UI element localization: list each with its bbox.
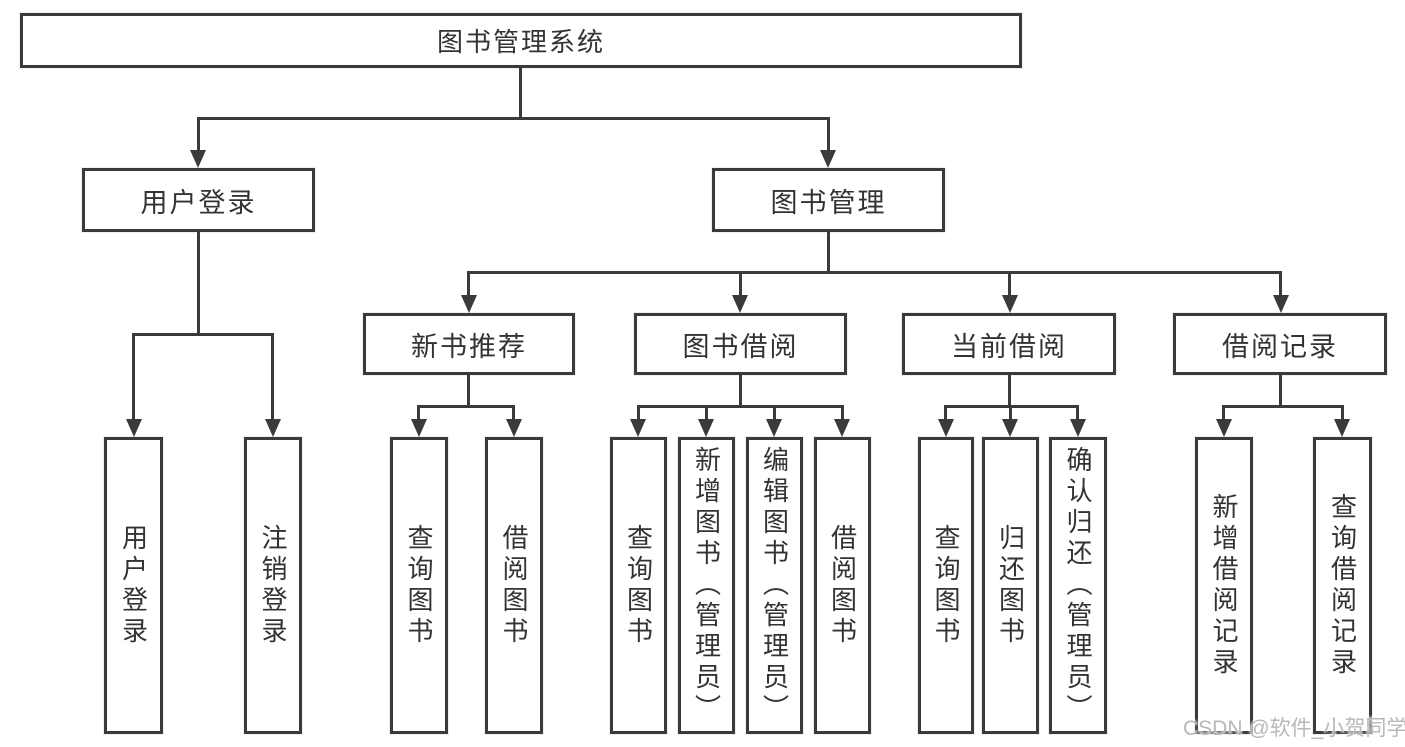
arrow-down-icon (1002, 295, 1018, 313)
connector-drop-leaf-logout (271, 333, 274, 423)
connector-drop-book-management (827, 117, 830, 153)
connector-drop (773, 405, 776, 423)
arrow-down-icon (938, 419, 954, 437)
arrow-down-icon (126, 419, 142, 437)
leaf-logout-login: 注销登录 (244, 437, 302, 734)
arrow-down-icon (411, 419, 427, 437)
connector-drop-leaf-user-login (132, 333, 135, 423)
leaf-label: 借阅图书 (499, 523, 529, 648)
arrow-down-icon (1002, 419, 1018, 437)
node-book-borrow: 图书借阅 (634, 313, 847, 375)
leaf-query-borrow-record: 查询借阅记录 (1313, 437, 1372, 734)
connector-drop (1009, 405, 1012, 423)
leaf-label: 查询图书 (623, 523, 654, 648)
connector-drop (1341, 405, 1344, 423)
leaf-query-books-current: 查询图书 (918, 437, 974, 734)
connector-rail-level3 (467, 271, 1282, 274)
leaf-label: 查询借阅记录 (1327, 492, 1358, 679)
node-library-system: 图书管理系统 (20, 13, 1022, 68)
leaf-label: 查询图书 (931, 523, 961, 648)
connector-rail-new-book (417, 405, 515, 408)
watermark: CSDN @软件_小贺同学 (1183, 717, 1405, 740)
connector-drop-current-borrow (1008, 271, 1011, 299)
leaf-label: 新增借阅记录 (1209, 492, 1239, 679)
leaf-query-books-borrow: 查询图书 (610, 437, 667, 734)
arrow-down-icon (506, 419, 522, 437)
leaf-label: 注销登录 (258, 523, 288, 648)
leaf-label: 用户登录 (118, 523, 149, 648)
connector-rail-borrow-records (1222, 405, 1344, 408)
leaf-edit-books-admin: 编辑图书（管理员） (746, 437, 803, 734)
node-current-borrow: 当前借阅 (902, 313, 1116, 375)
connector-drop (1076, 405, 1079, 423)
connector-drop (417, 405, 420, 423)
leaf-label: 借阅图书 (827, 523, 858, 648)
leaf-label: 新增图书（管理员） (691, 446, 722, 725)
arrow-down-icon (1334, 419, 1350, 437)
connector-stem-current-borrow (1008, 375, 1011, 408)
leaf-query-books-recommend: 查询图书 (390, 437, 448, 734)
arrow-down-icon (190, 150, 206, 168)
arrow-down-icon (1216, 419, 1232, 437)
leaf-borrow-books-recommend: 借阅图书 (485, 437, 543, 734)
arrow-down-icon (265, 419, 281, 437)
connector-drop-user-login (197, 117, 200, 153)
connector-drop (1222, 405, 1225, 423)
connector-rail-book-borrow (637, 405, 844, 408)
leaf-label: 编辑图书（管理员） (759, 446, 790, 725)
arrow-down-icon (834, 419, 850, 437)
leaf-user-login: 用户登录 (104, 437, 163, 734)
node-book-management: 图书管理 (712, 168, 945, 232)
connector-drop (944, 405, 947, 423)
leaf-confirm-return-admin: 确认归还（管理员） (1049, 437, 1107, 734)
connector-stem-borrow-records (1279, 375, 1282, 408)
leaf-return-books: 归还图书 (982, 437, 1039, 734)
arrow-down-icon (698, 419, 714, 437)
leaf-label: 归还图书 (995, 523, 1026, 648)
leaf-add-books-admin: 新增图书（管理员） (678, 437, 735, 734)
connector-stem-new-book (467, 375, 470, 408)
arrow-down-icon (732, 295, 748, 313)
connector-drop-book-borrow (739, 271, 742, 299)
arrow-down-icon (630, 419, 646, 437)
arrow-down-icon (1273, 295, 1289, 313)
connector-stem-book-management (827, 232, 830, 274)
connector-stem-root (519, 68, 522, 120)
connector-rail-level2 (197, 117, 830, 120)
connector-drop (705, 405, 708, 423)
leaf-borrow-books: 借阅图书 (814, 437, 871, 734)
arrow-down-icon (820, 150, 836, 168)
arrow-down-icon (766, 419, 782, 437)
node-new-book-recommend: 新书推荐 (363, 313, 575, 375)
leaf-label: 查询图书 (404, 523, 434, 648)
connector-drop-borrow-records (1279, 271, 1282, 299)
connector-drop (637, 405, 640, 423)
leaf-label: 确认归还（管理员） (1063, 446, 1093, 725)
connector-rail-user-login (132, 333, 274, 336)
arrow-down-icon (1070, 419, 1086, 437)
node-borrow-records: 借阅记录 (1173, 313, 1387, 375)
node-user-login: 用户登录 (82, 168, 315, 232)
connector-drop (841, 405, 844, 423)
arrow-down-icon (461, 295, 477, 313)
leaf-add-borrow-record: 新增借阅记录 (1195, 437, 1253, 734)
connector-stem-user-login (197, 232, 200, 336)
connector-stem-book-borrow (739, 375, 742, 408)
connector-drop (512, 405, 515, 423)
connector-drop-new-book (467, 271, 470, 299)
